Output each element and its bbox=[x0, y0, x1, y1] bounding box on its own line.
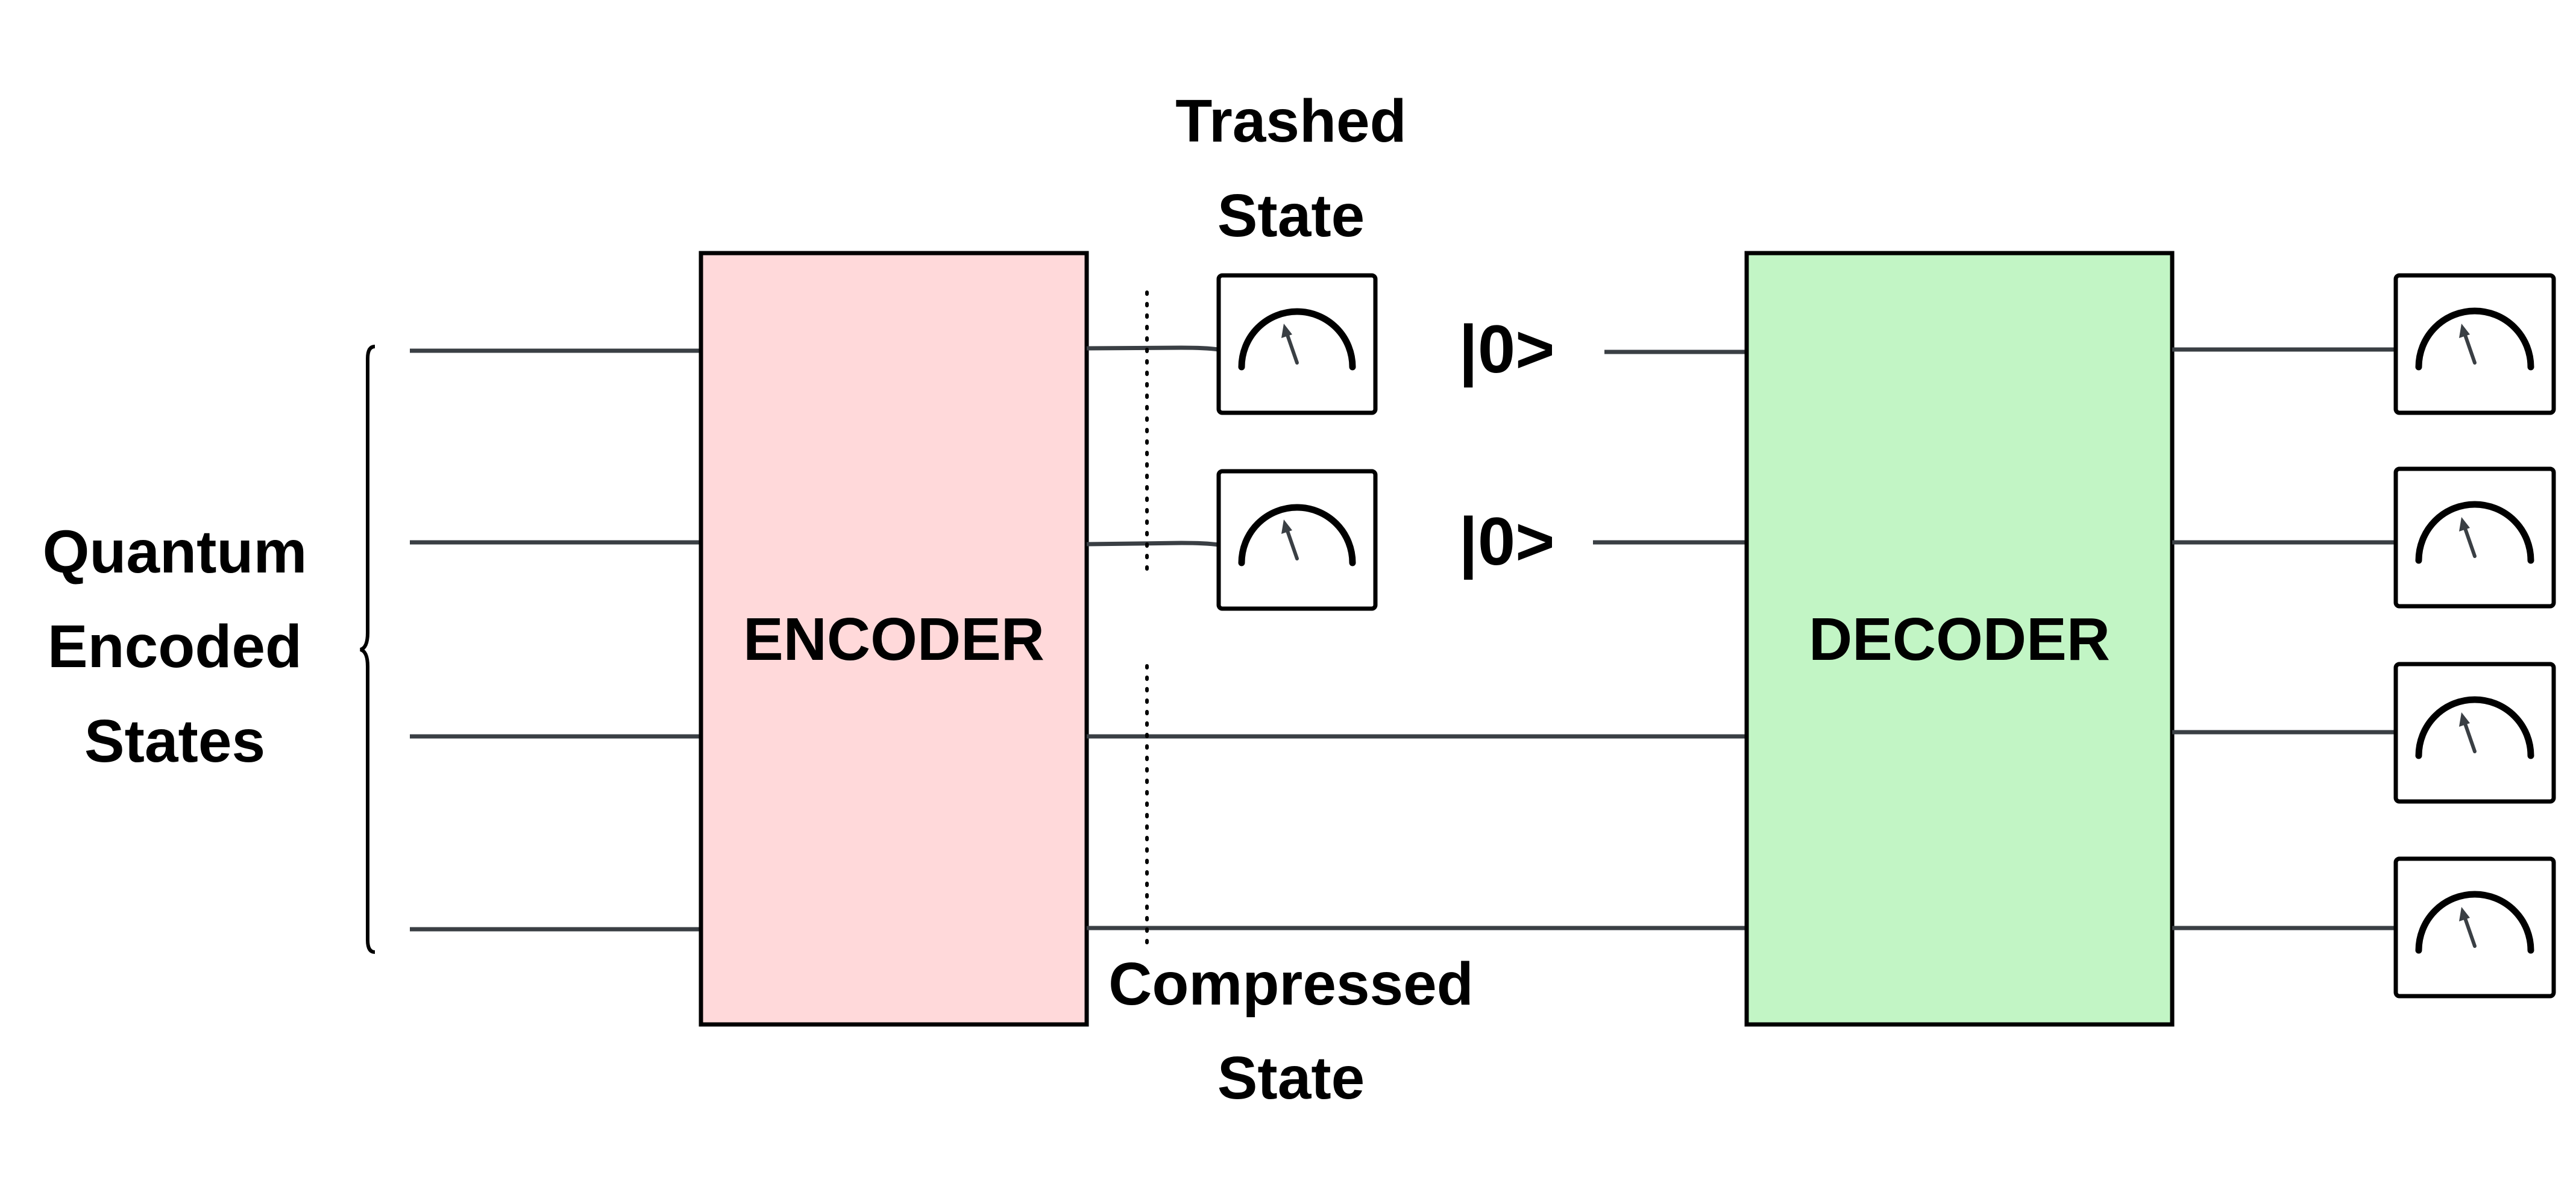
input-states-label-line2: Encoded bbox=[48, 613, 302, 680]
output-meter-2-icon bbox=[2393, 466, 2556, 609]
input-brace bbox=[359, 345, 375, 954]
compressed-state-label-line1: Compressed bbox=[1108, 950, 1474, 1018]
trash-meter-2-icon bbox=[1216, 469, 1378, 611]
trashed-state-label-line1: Trashed bbox=[1175, 87, 1407, 155]
trashed-state-label-line2: State bbox=[1217, 182, 1365, 249]
trash-wire-2 bbox=[1086, 541, 1219, 547]
encoder-label: ENCODER bbox=[743, 606, 1045, 673]
encoder-block bbox=[699, 251, 1089, 1027]
input-states-label-line3: States bbox=[84, 707, 265, 775]
output-meter-3-icon bbox=[2393, 662, 2556, 804]
compressed-state-label-line2: State bbox=[1217, 1044, 1365, 1112]
decoder-label: DECODER bbox=[1809, 606, 2110, 673]
output-meter-4-icon bbox=[2393, 856, 2556, 999]
ket-zero-label-2: |0> bbox=[1459, 504, 1554, 580]
ket-zero-label-1: |0> bbox=[1459, 312, 1554, 387]
input-states-label-line1: Quantum bbox=[43, 518, 307, 586]
trash-meter-1-icon bbox=[1216, 273, 1378, 415]
decoder-block bbox=[1744, 251, 2175, 1027]
output-meter-1-icon bbox=[2393, 273, 2556, 415]
trash-wire-1 bbox=[1086, 345, 1219, 352]
